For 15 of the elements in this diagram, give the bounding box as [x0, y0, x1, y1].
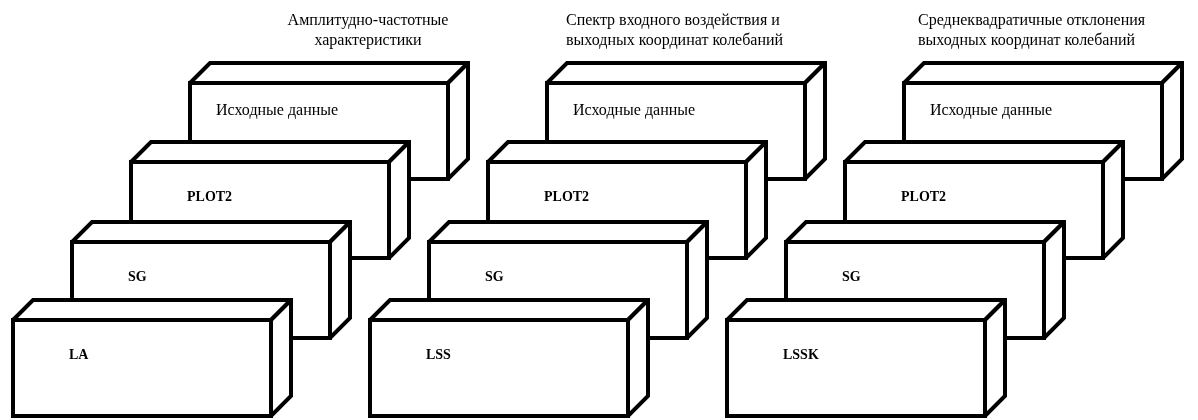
- block-label: SG: [842, 268, 861, 286]
- block-label: LA: [69, 346, 89, 364]
- block-label: SG: [485, 268, 504, 286]
- block-label: PLOT2: [901, 188, 947, 206]
- column-heading: Среднеквадратичные отклонения выходных координат колебаний: [918, 10, 1147, 50]
- block-label: LSSK: [783, 346, 819, 364]
- column-heading: Спектр входного воздействия и выходных координат колебаний: [566, 10, 785, 50]
- block-label: PLOT2: [544, 188, 590, 206]
- column-heading: Амплитудно-частотные характеристики: [286, 10, 450, 50]
- block-label: Исходные данные: [930, 100, 1053, 121]
- block-label: SG: [128, 268, 147, 286]
- block-label: PLOT2: [187, 188, 233, 206]
- block-label: Исходные данные: [216, 100, 339, 121]
- block-label: Исходные данные: [573, 100, 696, 121]
- block-label: LSS: [426, 346, 451, 364]
